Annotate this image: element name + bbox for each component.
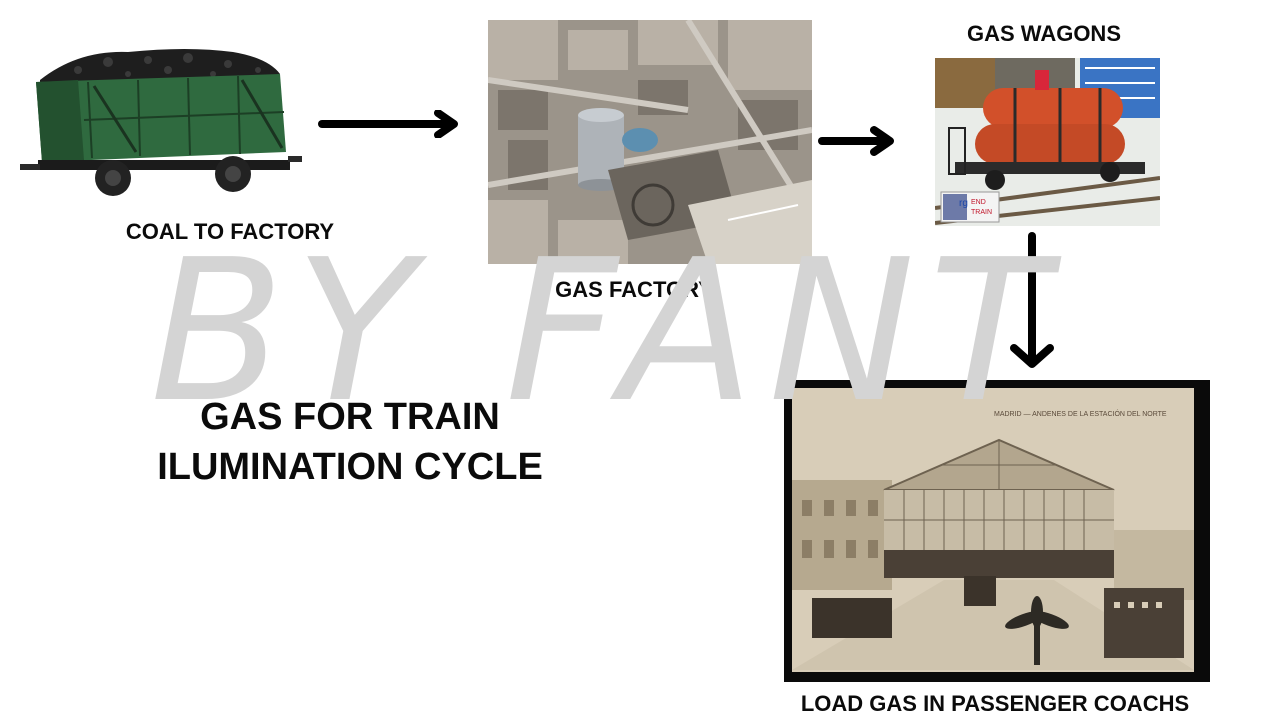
- diagram-title-line-2: ILUMINATION CYCLE: [157, 446, 543, 488]
- arrow-right-icon: [818, 126, 898, 156]
- station-postcard-image: MADRID — ANDENES DE LA ESTACIÓN DEL NORT…: [784, 380, 1210, 682]
- postcard-caption: MADRID — ANDENES DE LA ESTACIÓN DEL NORT…: [994, 409, 1167, 418]
- svg-text:END: END: [971, 199, 986, 206]
- arrow-right-icon: [318, 110, 464, 138]
- coal-to-factory-label: COAL TO FACTORY: [125, 219, 335, 244]
- badge-logo-text: rg: [959, 198, 968, 209]
- diagram-title-line-1: GAS FOR TRAIN: [200, 396, 500, 438]
- gas-factory-label: GAS FACTORY: [555, 277, 713, 302]
- arrow-down-icon: [1010, 232, 1054, 372]
- gas-wagon-image: rg END TRAIN: [935, 58, 1160, 226]
- gas-factory-image: [488, 20, 812, 264]
- gas-wagons-label: GAS WAGONS: [966, 21, 1121, 46]
- svg-text:TRAIN: TRAIN: [971, 209, 992, 216]
- load-gas-label: LOAD GAS IN PASSENGER COACHS: [800, 691, 1190, 716]
- coal-wagon-image: [18, 40, 303, 200]
